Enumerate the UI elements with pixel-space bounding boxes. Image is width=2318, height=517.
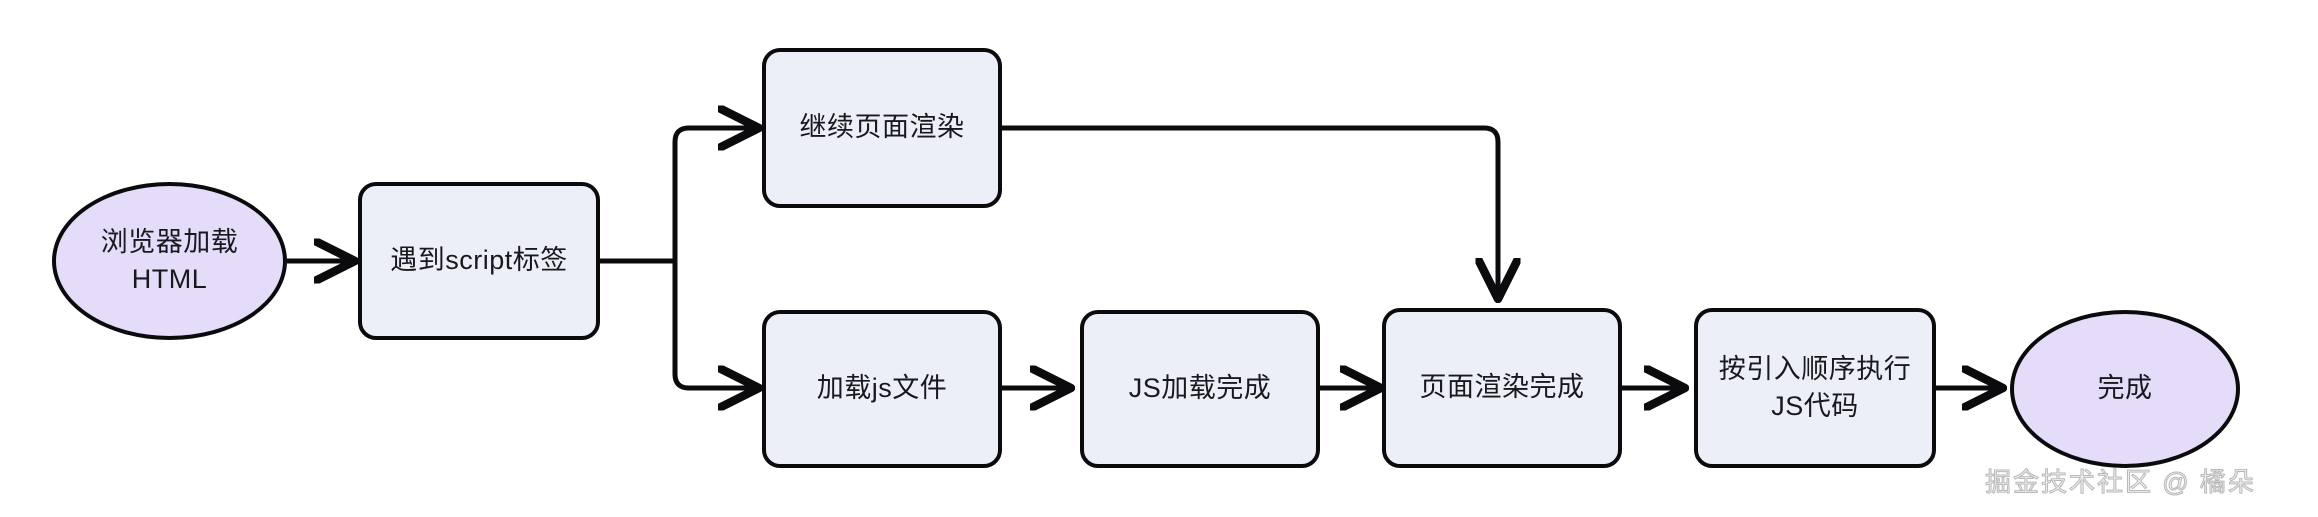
- node-render-done[interactable]: 页面渲染完成: [1382, 308, 1622, 468]
- node-start-line-2: HTML: [131, 264, 208, 294]
- edge-keep-render-to-render-done: [1002, 125, 1498, 294]
- node-js-loaded[interactable]: JS加载完成: [1080, 310, 1320, 468]
- node-exec-js-line-2: JS代码: [1771, 391, 1859, 421]
- node-js-loaded-label: JS加载完成: [1128, 373, 1272, 404]
- node-exec-js-line-1: 按引入顺序执行: [1718, 353, 1912, 384]
- node-render-done-label: 页面渲染完成: [1419, 372, 1585, 403]
- node-finish[interactable]: 完成: [2010, 310, 2240, 468]
- node-start[interactable]: 浏览器加载 HTML: [52, 182, 287, 340]
- node-load-js[interactable]: 加载js文件: [762, 310, 1002, 468]
- edge-script-tag-to-keep-render: [672, 128, 754, 261]
- node-finish-label: 完成: [2097, 373, 2153, 404]
- edge-script-tag-to-load-js: [672, 261, 754, 388]
- node-keep-render-label: 继续页面渲染: [799, 112, 965, 143]
- node-exec-js[interactable]: 按引入顺序执行 JS代码: [1694, 308, 1936, 468]
- node-script-tag-label: 遇到script标签: [390, 245, 568, 276]
- node-keep-render[interactable]: 继续页面渲染: [762, 48, 1002, 208]
- watermark-text: 掘金技术社区 @ 橘朵: [1985, 467, 2256, 498]
- node-load-js-label: 加载js文件: [816, 373, 948, 404]
- node-script-tag[interactable]: 遇到script标签: [358, 182, 600, 340]
- node-start-line-1: 浏览器加载: [100, 226, 239, 257]
